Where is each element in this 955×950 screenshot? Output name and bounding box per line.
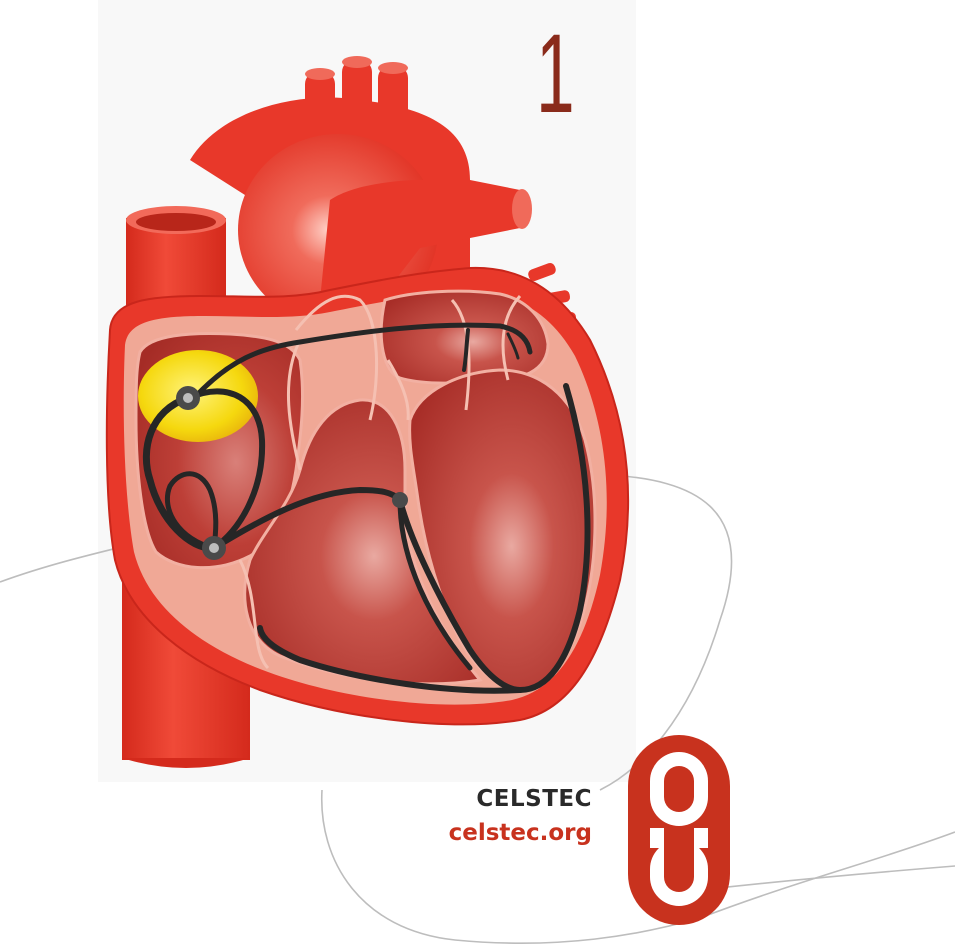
brand-url[interactable]: celstec.org (422, 820, 592, 846)
step-number: 1 (536, 18, 575, 130)
brand-name: CELSTEC (452, 786, 592, 812)
celstec-logo-icon (628, 735, 730, 925)
